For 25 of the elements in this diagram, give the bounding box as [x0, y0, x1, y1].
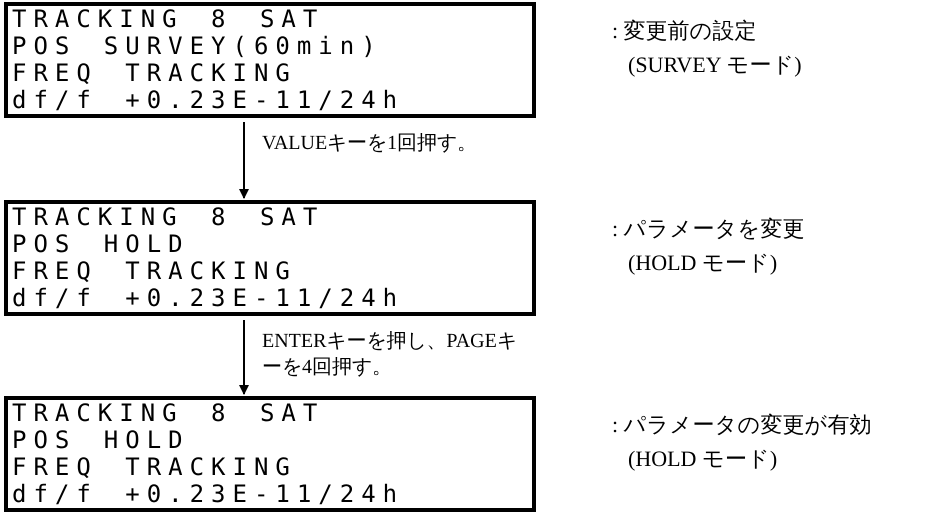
annotation-text: : 変更前の設定: [612, 17, 757, 45]
display-line: df/f +0.23E-11/24h: [12, 87, 404, 114]
display-line: TRACKING 8 SAT: [12, 400, 324, 427]
display-line: FREQ TRACKING: [12, 454, 297, 481]
annotation-text: : パラメータを変更: [612, 215, 805, 243]
lcd-display-screen: [4, 396, 536, 512]
edge-label: ENTERキーを押し、PAGEキーを4回押す。: [262, 329, 518, 380]
display-line: FREQ TRACKING: [12, 60, 297, 87]
display-line: POS HOLD: [12, 231, 190, 258]
arrow: [239, 122, 249, 199]
arrow: [239, 320, 249, 395]
display-line: TRACKING 8 SAT: [12, 204, 324, 231]
display-line: POS SURVEY(60min): [12, 33, 383, 60]
annotation-text: : パラメータの変更が有効: [612, 411, 872, 439]
display-line: df/f +0.23E-11/24h: [12, 481, 404, 508]
display-line: df/f +0.23E-11/24h: [12, 285, 404, 312]
lcd-display-screen: [4, 2, 536, 118]
display-line: POS HOLD: [12, 427, 190, 454]
lcd-display-screen: [4, 200, 536, 316]
annotation-text: (HOLD モード): [627, 445, 778, 473]
annotation-text: (SURVEY モード): [627, 51, 802, 79]
display-line: TRACKING 8 SAT: [12, 6, 324, 33]
annotation-text: (HOLD モード): [627, 249, 778, 277]
display-line: FREQ TRACKING: [12, 258, 297, 285]
edge-label: VALUEキーを1回押す。: [262, 131, 478, 156]
